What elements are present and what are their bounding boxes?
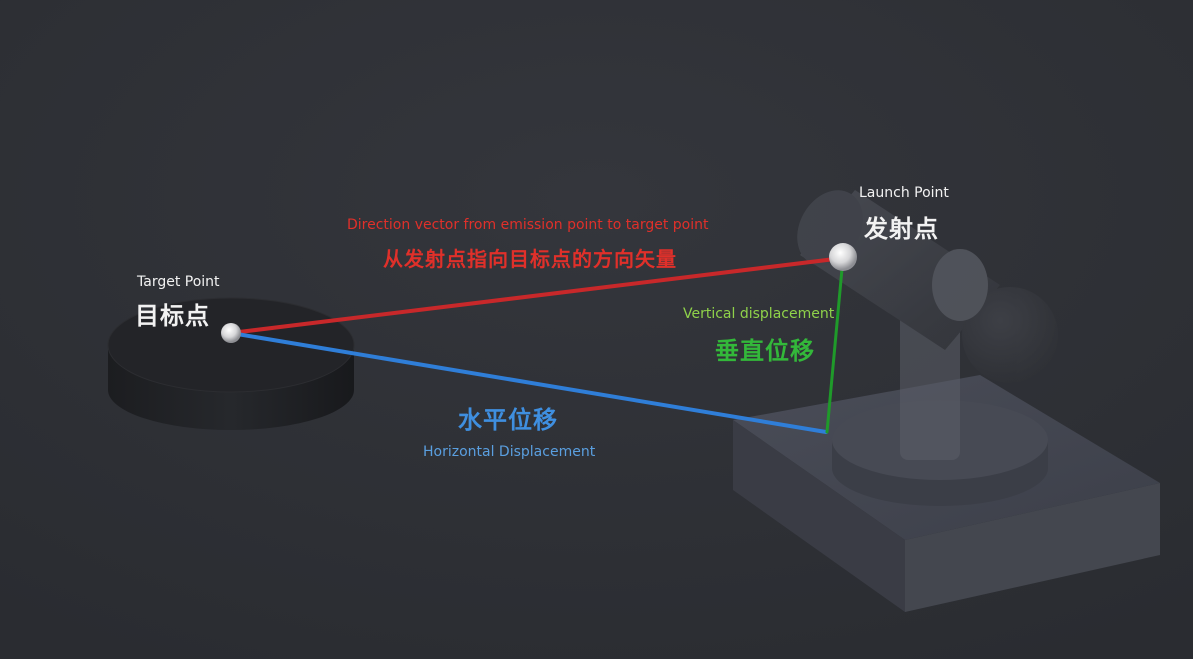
target-point-marker bbox=[221, 323, 241, 343]
target-point-label-zh: 目标点 bbox=[135, 302, 210, 330]
direction-vector-line bbox=[229, 256, 845, 335]
horizontal-displacement-label-en: Horizontal Displacement bbox=[423, 444, 596, 460]
target-cylinder bbox=[107, 297, 355, 430]
vertical-displacement-label-en: Vertical displacement bbox=[683, 306, 835, 322]
horizontal-displacement-line bbox=[229, 331, 828, 434]
direction-vector-label-en: Direction vector from emission point to … bbox=[347, 217, 709, 233]
target-point-label-en: Target Point bbox=[137, 274, 220, 290]
direction-vector-label-zh: 从发射点指向目标点的方向矢量 bbox=[383, 247, 677, 271]
horizontal-displacement-label-zh: 水平位移 bbox=[458, 406, 558, 434]
launch-point-label-en: Launch Point bbox=[859, 185, 949, 201]
vertical-displacement-label-zh: 垂直位移 bbox=[715, 337, 815, 365]
vertical-displacement-line bbox=[825, 256, 845, 434]
launch-point-label-zh: 发射点 bbox=[864, 215, 939, 243]
launch-point-marker bbox=[829, 243, 857, 271]
